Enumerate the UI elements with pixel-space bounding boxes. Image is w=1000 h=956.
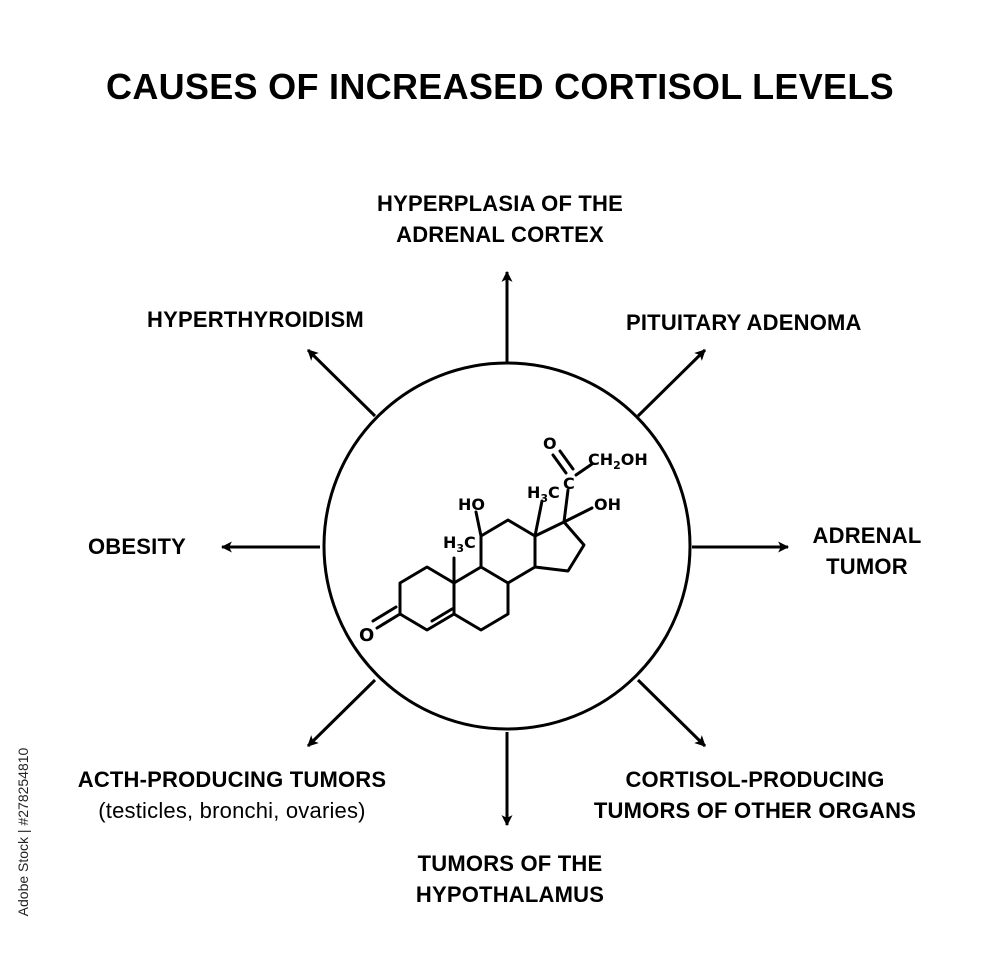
cause-label-line: OBESITY bbox=[88, 534, 186, 559]
cause-label-line: TUMORS OF THE bbox=[417, 851, 603, 876]
cause-label-cortisol-producing-tumors: CORTISOL-PRODUCING TUMORS OF OTHER ORGAN… bbox=[560, 764, 950, 826]
atom-label-oh-17: OH bbox=[594, 495, 621, 514]
atom-label-c-20: C bbox=[563, 474, 575, 493]
atom-label-h3c-13: H3C bbox=[527, 483, 560, 505]
atom-label-o-20: O bbox=[543, 434, 557, 453]
cause-label-line: ADRENAL CORTEX bbox=[396, 222, 604, 247]
atom-label-ho-11: HO bbox=[458, 495, 485, 514]
atom-label-ch2oh: CH2OH bbox=[588, 450, 648, 472]
cause-label-hyperthyroidism: HYPERTHYROIDISM bbox=[147, 304, 364, 335]
cause-label-pituitary-adenoma: PITUITARY ADENOMA bbox=[626, 307, 862, 338]
cause-label-line: PITUITARY ADENOMA bbox=[626, 310, 862, 335]
arrow-top-right bbox=[636, 348, 707, 418]
atom-label-h3c-10: H3C bbox=[443, 533, 476, 555]
cause-label-adrenal-tumor: ADRENAL TUMOR bbox=[792, 520, 942, 582]
arrow-top-left bbox=[306, 348, 377, 418]
atom-label-ketone-o: O bbox=[359, 625, 374, 646]
cause-label-line: TUMORS OF OTHER ORGANS bbox=[593, 798, 917, 823]
cause-label-line: HYPERPLASIA OF THE bbox=[376, 191, 624, 216]
cause-label-line: ADRENAL bbox=[812, 523, 922, 548]
cause-label-line: ACTH-PRODUCING TUMORS bbox=[77, 767, 387, 792]
diagram-title: CAUSES OF INCREASED CORTISOL LEVELS bbox=[106, 66, 894, 107]
arrows bbox=[220, 270, 790, 827]
cause-label-subtext: (testicles, bronchi, ovaries) bbox=[98, 798, 366, 823]
cause-label-acth-tumors: ACTH-PRODUCING TUMORS (testicles, bronch… bbox=[42, 764, 422, 826]
arrow-bottom-right bbox=[636, 678, 707, 748]
cause-label-line: HYPOTHALAMUS bbox=[415, 882, 605, 907]
cause-label-line: HYPERTHYROIDISM bbox=[147, 307, 364, 332]
cause-label-line: CORTISOL-PRODUCING bbox=[625, 767, 885, 792]
cause-label-hypothalamus-tumors: TUMORS OF THE HYPOTHALAMUS bbox=[360, 848, 660, 910]
cause-label-line: TUMOR bbox=[826, 554, 908, 579]
stock-watermark-id: Adobe Stock | #278254810 bbox=[15, 747, 31, 917]
arrow-bottom-left bbox=[306, 678, 377, 748]
cause-label-obesity: OBESITY bbox=[88, 531, 186, 562]
cortisol-molecule bbox=[371, 449, 594, 632]
center-circle bbox=[322, 361, 692, 731]
atom-labels: O H3C HO H3C OH C O CH2OH bbox=[359, 434, 648, 646]
cause-label-adrenal-hyperplasia: HYPERPLASIA OF THE ADRENAL CORTEX bbox=[330, 188, 670, 250]
